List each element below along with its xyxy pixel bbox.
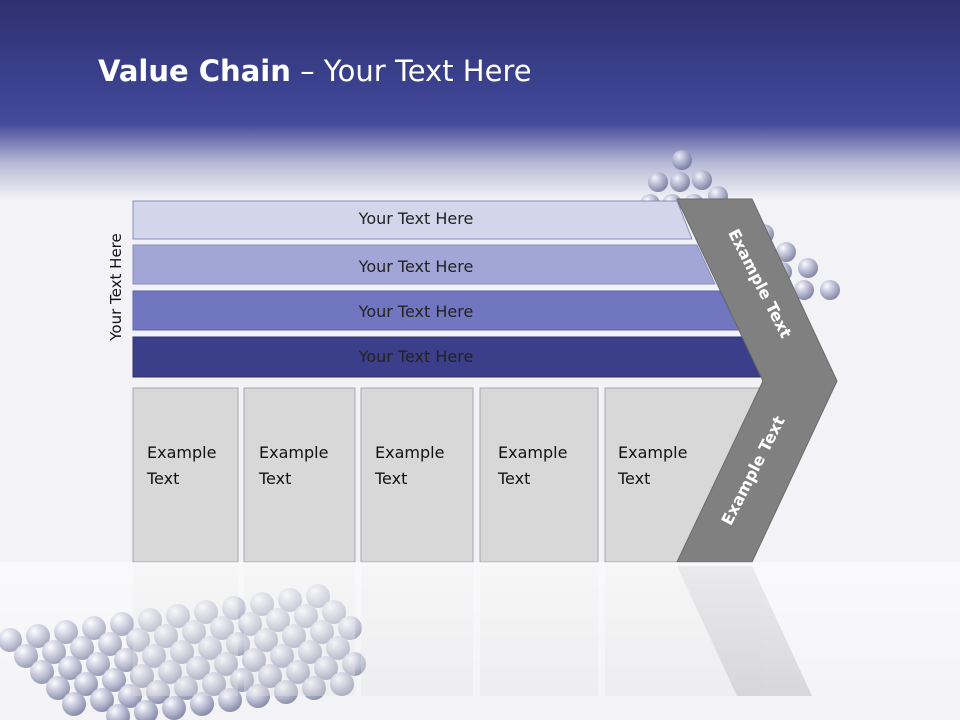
box-4-line2: Text [497,469,530,488]
side-label: Your Text Here [107,233,125,341]
bar-1-label: Your Text Here [358,209,474,228]
bar-3-label: Your Text Here [358,302,474,321]
box-2-line1: Example [259,443,328,462]
reflection-fade [0,562,960,720]
sphere [794,280,814,300]
sphere [692,170,712,190]
header-band [0,0,960,200]
slide-title: Value Chain – Your Text Here [98,54,532,88]
bar-stack: Your Text Here Your Text Here Your Text … [132,200,763,378]
bar-1 [132,200,693,240]
activity-boxes: Example Text Example Text Example Text E… [132,387,763,563]
box-2-line2: Text [258,469,291,488]
box-3-line1: Example [375,443,444,462]
sphere [648,172,668,192]
box-4-line1: Example [498,443,567,462]
box-1-line1: Example [147,443,216,462]
bar-4-label: Your Text Here [358,347,474,366]
title-bold: Value Chain [98,54,291,88]
title-rest: – Your Text Here [290,54,532,88]
sphere [776,242,796,262]
bar-2 [132,244,716,285]
box-3-line2: Text [374,469,407,488]
box-5-line2: Text [617,469,650,488]
sphere [670,172,690,192]
activity-box-4 [479,387,599,563]
activity-box-1 [132,387,239,563]
box-5-line1: Example [618,443,687,462]
sphere [798,258,818,278]
bar-2-label: Your Text Here [358,257,474,276]
activity-box-2 [243,387,356,563]
sphere [820,280,840,300]
sphere [672,150,692,170]
box-1-line2: Text [146,469,179,488]
